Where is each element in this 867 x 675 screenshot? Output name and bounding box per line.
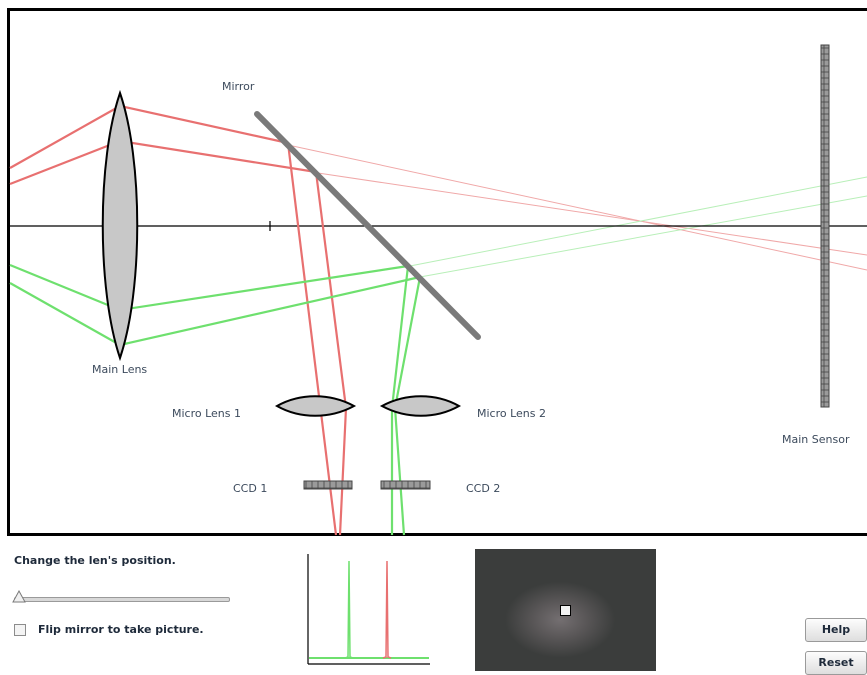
slider-track[interactable] <box>14 597 230 602</box>
camera-preview <box>475 549 656 671</box>
micro-lens-1-label: Micro Lens 1 <box>172 407 241 420</box>
green-signal-peak <box>345 561 353 658</box>
main-sensor-label: Main Sensor <box>782 433 850 446</box>
main-sensor <box>821 45 829 407</box>
optics-diagram: Mirror Main Lens Micro Lens 1 Micro Lens… <box>0 0 867 545</box>
main-lens-label: Main Lens <box>92 363 147 376</box>
lens-position-instruction: Change the len's position. <box>14 554 176 567</box>
ccd-1 <box>304 481 352 489</box>
flip-mirror-checkbox[interactable] <box>14 624 26 636</box>
focus-point-marker <box>560 605 571 616</box>
red-signal-peak <box>383 561 391 658</box>
focus-signal-graph <box>305 553 431 667</box>
lens-position-slider[interactable] <box>14 590 230 606</box>
slider-thumb-icon[interactable] <box>12 590 26 604</box>
diagram-frame <box>9 10 867 535</box>
reset-button[interactable]: Reset <box>805 651 867 675</box>
help-button[interactable]: Help <box>805 618 867 642</box>
mirror-label: Mirror <box>222 80 255 93</box>
flip-mirror-label: Flip mirror to take picture. <box>38 623 204 636</box>
ccd-2-label: CCD 2 <box>466 482 500 495</box>
ccd-2 <box>381 481 430 489</box>
micro-lens-2-label: Micro Lens 2 <box>477 407 546 420</box>
ccd-1-label: CCD 1 <box>233 482 267 495</box>
